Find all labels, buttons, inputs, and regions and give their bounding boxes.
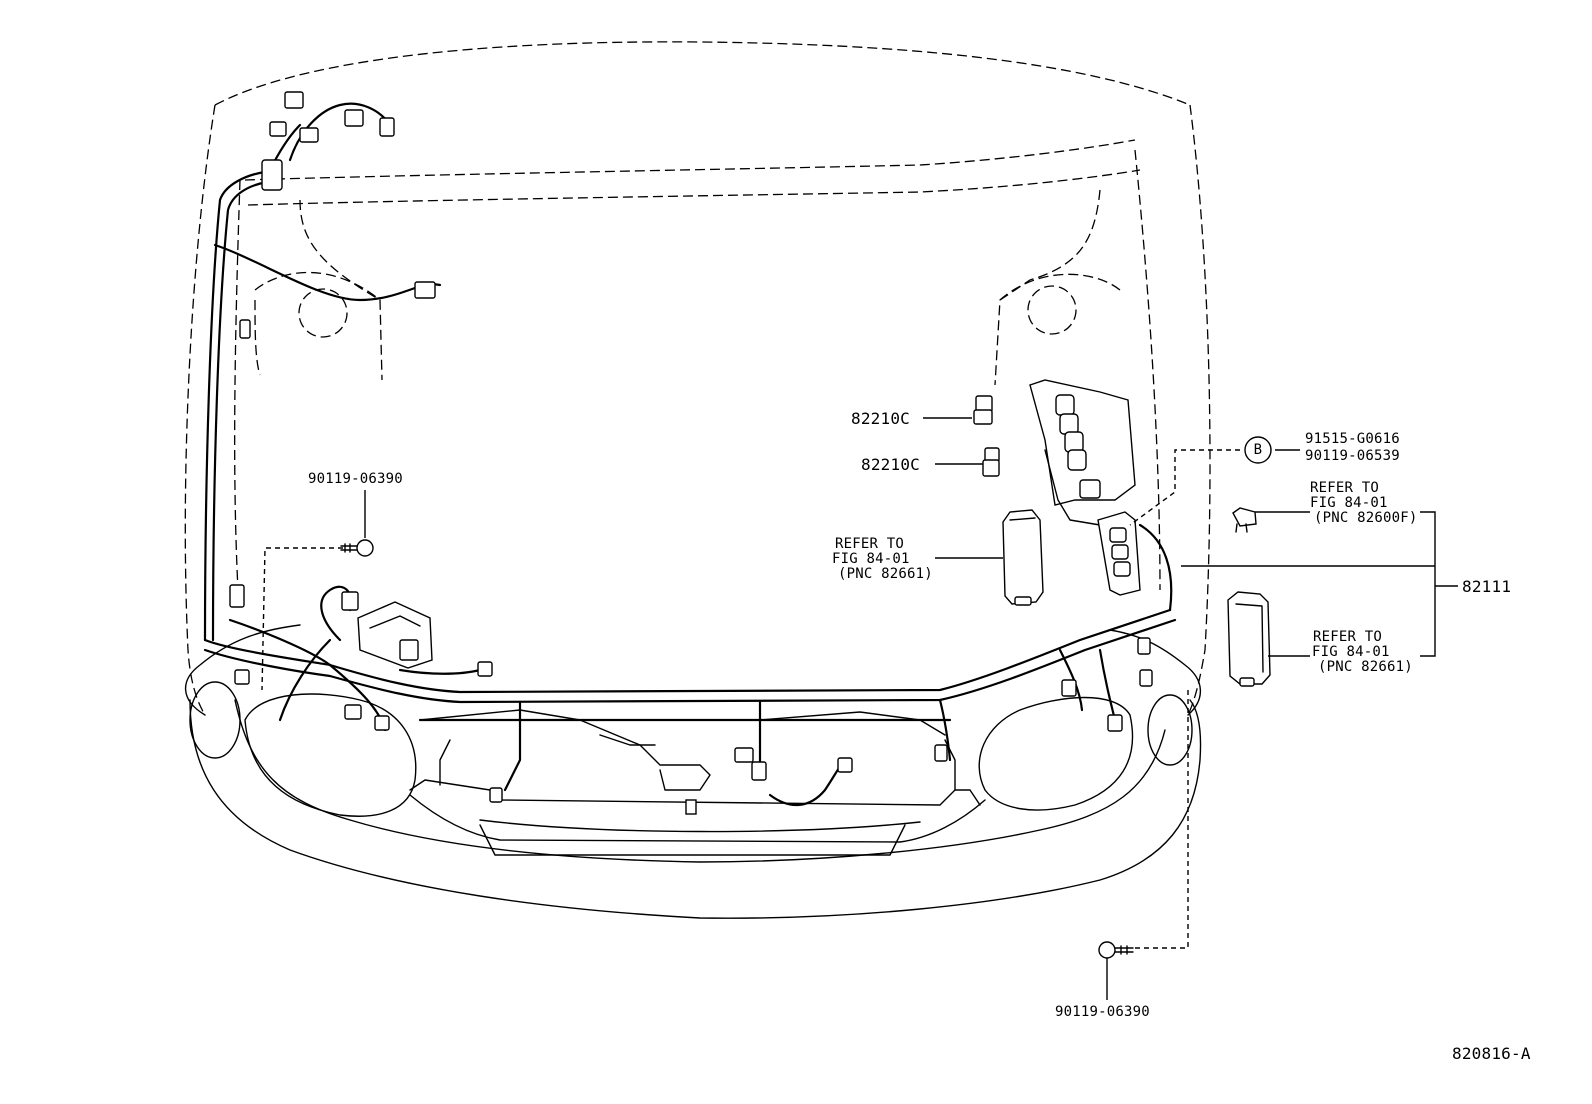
refer-note-center-line3: (PNC 82661)	[838, 566, 933, 582]
label-90119-06390-bottom: 90119-06390	[1055, 1004, 1150, 1020]
leader-lines	[261, 417, 1458, 1000]
refer-note-center-line1: REFER TO	[835, 536, 905, 552]
part-82210c-bottom	[982, 447, 1000, 477]
part-82210c-top	[973, 395, 993, 425]
fuse-box-pnc-82661-center	[1002, 509, 1044, 606]
callout-b	[1244, 436, 1272, 464]
callout-b-letter: B	[1253, 442, 1263, 458]
bolt-90119-06390-left	[340, 539, 374, 557]
label-90119-06390-left: 90119-06390	[308, 471, 403, 487]
connector-block-right	[1097, 511, 1141, 596]
refer-note-right-top-line1: REFER TO	[1310, 480, 1380, 496]
refer-note-right-bottom-line2: FIG 84-01	[1312, 644, 1390, 660]
refer-note-right-top-line3: (PNC 82600F)	[1314, 510, 1418, 526]
vehicle-body-outline	[184, 41, 1211, 716]
label-91515-g0616: 91515-G0616	[1305, 431, 1400, 447]
label-82210c-bottom: 82210C	[861, 455, 920, 474]
relay-block-right	[1029, 379, 1136, 526]
bolt-90119-06390-bottom	[1098, 941, 1134, 959]
label-82210c-top: 82210C	[851, 409, 910, 428]
front-bumper	[184, 624, 1202, 919]
fuse-box-pnc-82661-right	[1227, 591, 1271, 687]
refer-note-right-bottom-line3: (PNC 82661)	[1318, 659, 1413, 675]
refer-note-right-top-line2: FIG 84-01	[1310, 495, 1388, 511]
refer-note-right-bottom-line1: REFER TO	[1313, 629, 1383, 645]
refer-note-center-line2: FIG 84-01	[832, 551, 910, 567]
main-wire-harness	[203, 102, 1177, 807]
fuse-pnc-82600f	[1232, 507, 1257, 533]
figure-id: 820816-A	[1452, 1044, 1531, 1063]
label-82111: 82111	[1462, 577, 1512, 596]
label-90119-06539: 90119-06539	[1305, 448, 1400, 464]
harness-connectors	[229, 91, 1153, 803]
